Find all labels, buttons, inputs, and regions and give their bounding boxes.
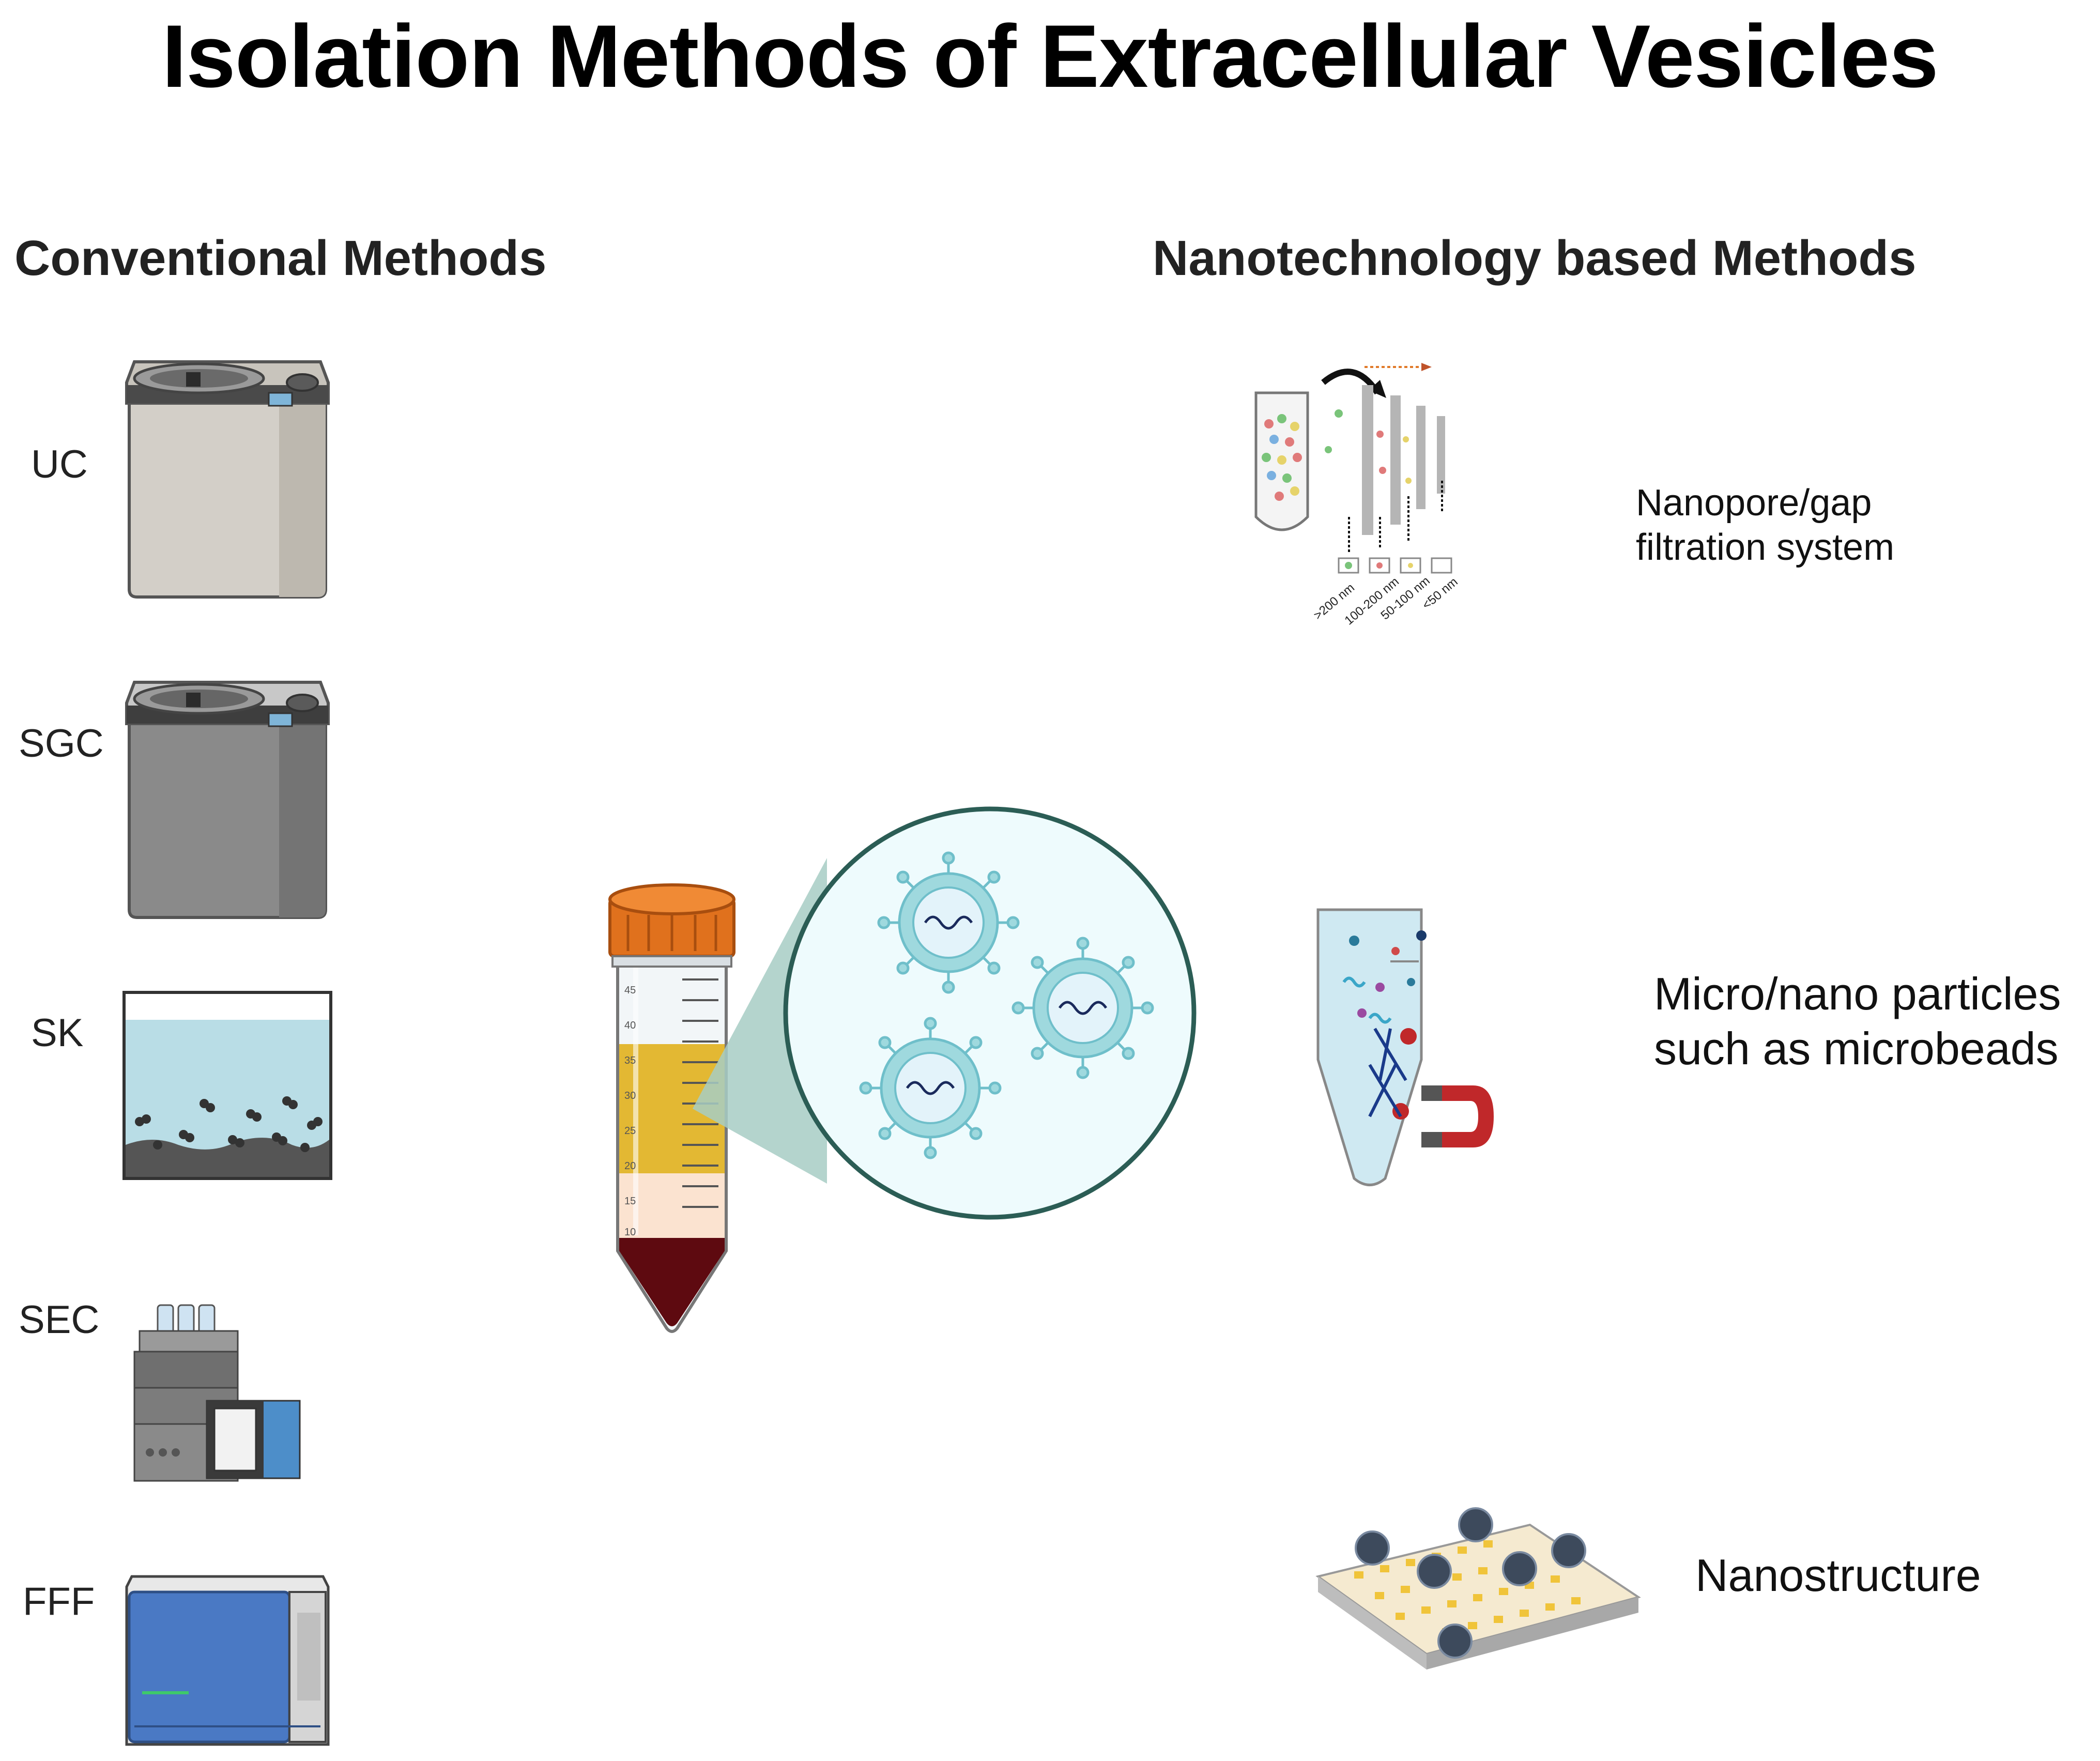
microbead-magnet-icon	[1316, 908, 1494, 1186]
nanopore-label: Nanopore/gap filtration system	[1636, 481, 1894, 570]
method-label-sec: SEC	[19, 1298, 100, 1342]
nanostructure-surface-icon	[1315, 1507, 1641, 1670]
vesicle-zoom-icon	[693, 806, 1197, 1220]
sedimentation-tank-icon	[122, 991, 332, 1180]
tube-scale-20: 20	[624, 1160, 636, 1172]
tube-scale-15: 15	[624, 1196, 636, 1207]
nanopore-label-line1: Nanopore/gap	[1636, 482, 1872, 524]
method-label-uc: UC	[31, 442, 88, 486]
conventional-heading: Conventional Methods	[14, 231, 547, 286]
microbead-label-line2: such as microbeads	[1654, 1022, 2059, 1074]
tube-scale-40: 40	[624, 1020, 636, 1031]
tube-scale-35: 35	[624, 1055, 636, 1066]
tube-scale-10: 10	[624, 1227, 636, 1238]
conical-tube-icon: 45 40 35 30 25 20 15 10	[608, 883, 735, 1333]
nanostructure-label: Nanostructure	[1695, 1550, 1981, 1601]
microbead-label-line1: Micro/nano particles	[1654, 968, 2061, 1019]
chromatography-system-icon	[133, 1304, 301, 1482]
fractionation-instrument-icon	[125, 1575, 330, 1746]
microbead-label: Micro/nano particles such as microbeads	[1654, 967, 2061, 1076]
method-label-sgc: SGC	[19, 722, 104, 765]
nanotech-heading: Nanotechnology based Methods	[1153, 231, 1917, 286]
tube-scale-45: 45	[624, 985, 636, 996]
centrifuge-gray-icon	[125, 681, 330, 919]
nanopore-filtration-icon: >200 nm 100-200 nm 50-100 nm <50 nm	[1254, 363, 1461, 628]
ultracentrifuge-icon	[125, 360, 330, 599]
method-label-sk: SK	[31, 1011, 84, 1055]
page-title: Isolation Methods of Extracellular Vesic…	[162, 7, 1938, 106]
tube-scale-30: 30	[624, 1090, 636, 1101]
tube-scale-25: 25	[624, 1125, 636, 1137]
method-label-fff: FFF	[23, 1580, 95, 1624]
nanopore-label-line2: filtration system	[1636, 527, 1895, 569]
